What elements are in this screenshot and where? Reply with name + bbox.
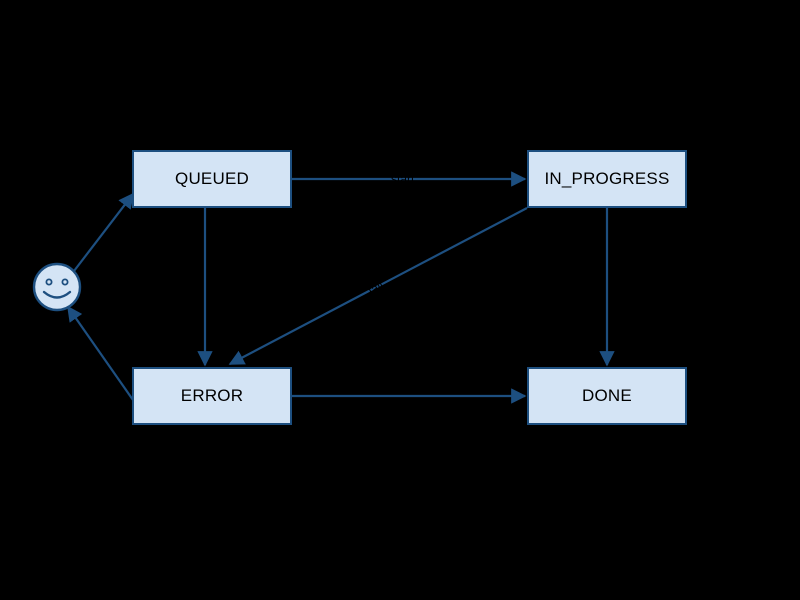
state-label-queued: QUEUED (175, 169, 249, 188)
edge-start-to-queued (73, 192, 134, 272)
edge-in-progress-to-error (228, 207, 528, 365)
smiley-face-icon (32, 262, 82, 312)
state-node-done[interactable]: DONE (527, 367, 687, 425)
state-label-done: DONE (582, 386, 632, 405)
smiley-eye-right-icon (61, 278, 69, 286)
state-label-in-progress: IN_PROGRESS (544, 169, 670, 188)
state-node-in-progress[interactable]: IN_PROGRESS (527, 150, 687, 208)
start-node-smiley[interactable] (31, 261, 83, 313)
smiley-eye-left-icon (45, 278, 53, 286)
state-label-error: ERROR (180, 386, 244, 405)
smiley-mouth-icon (42, 290, 72, 299)
state-node-error[interactable]: ERROR (132, 367, 292, 425)
edge-error-to-start (67, 305, 134, 401)
state-node-queued[interactable]: QUEUED (132, 150, 292, 208)
